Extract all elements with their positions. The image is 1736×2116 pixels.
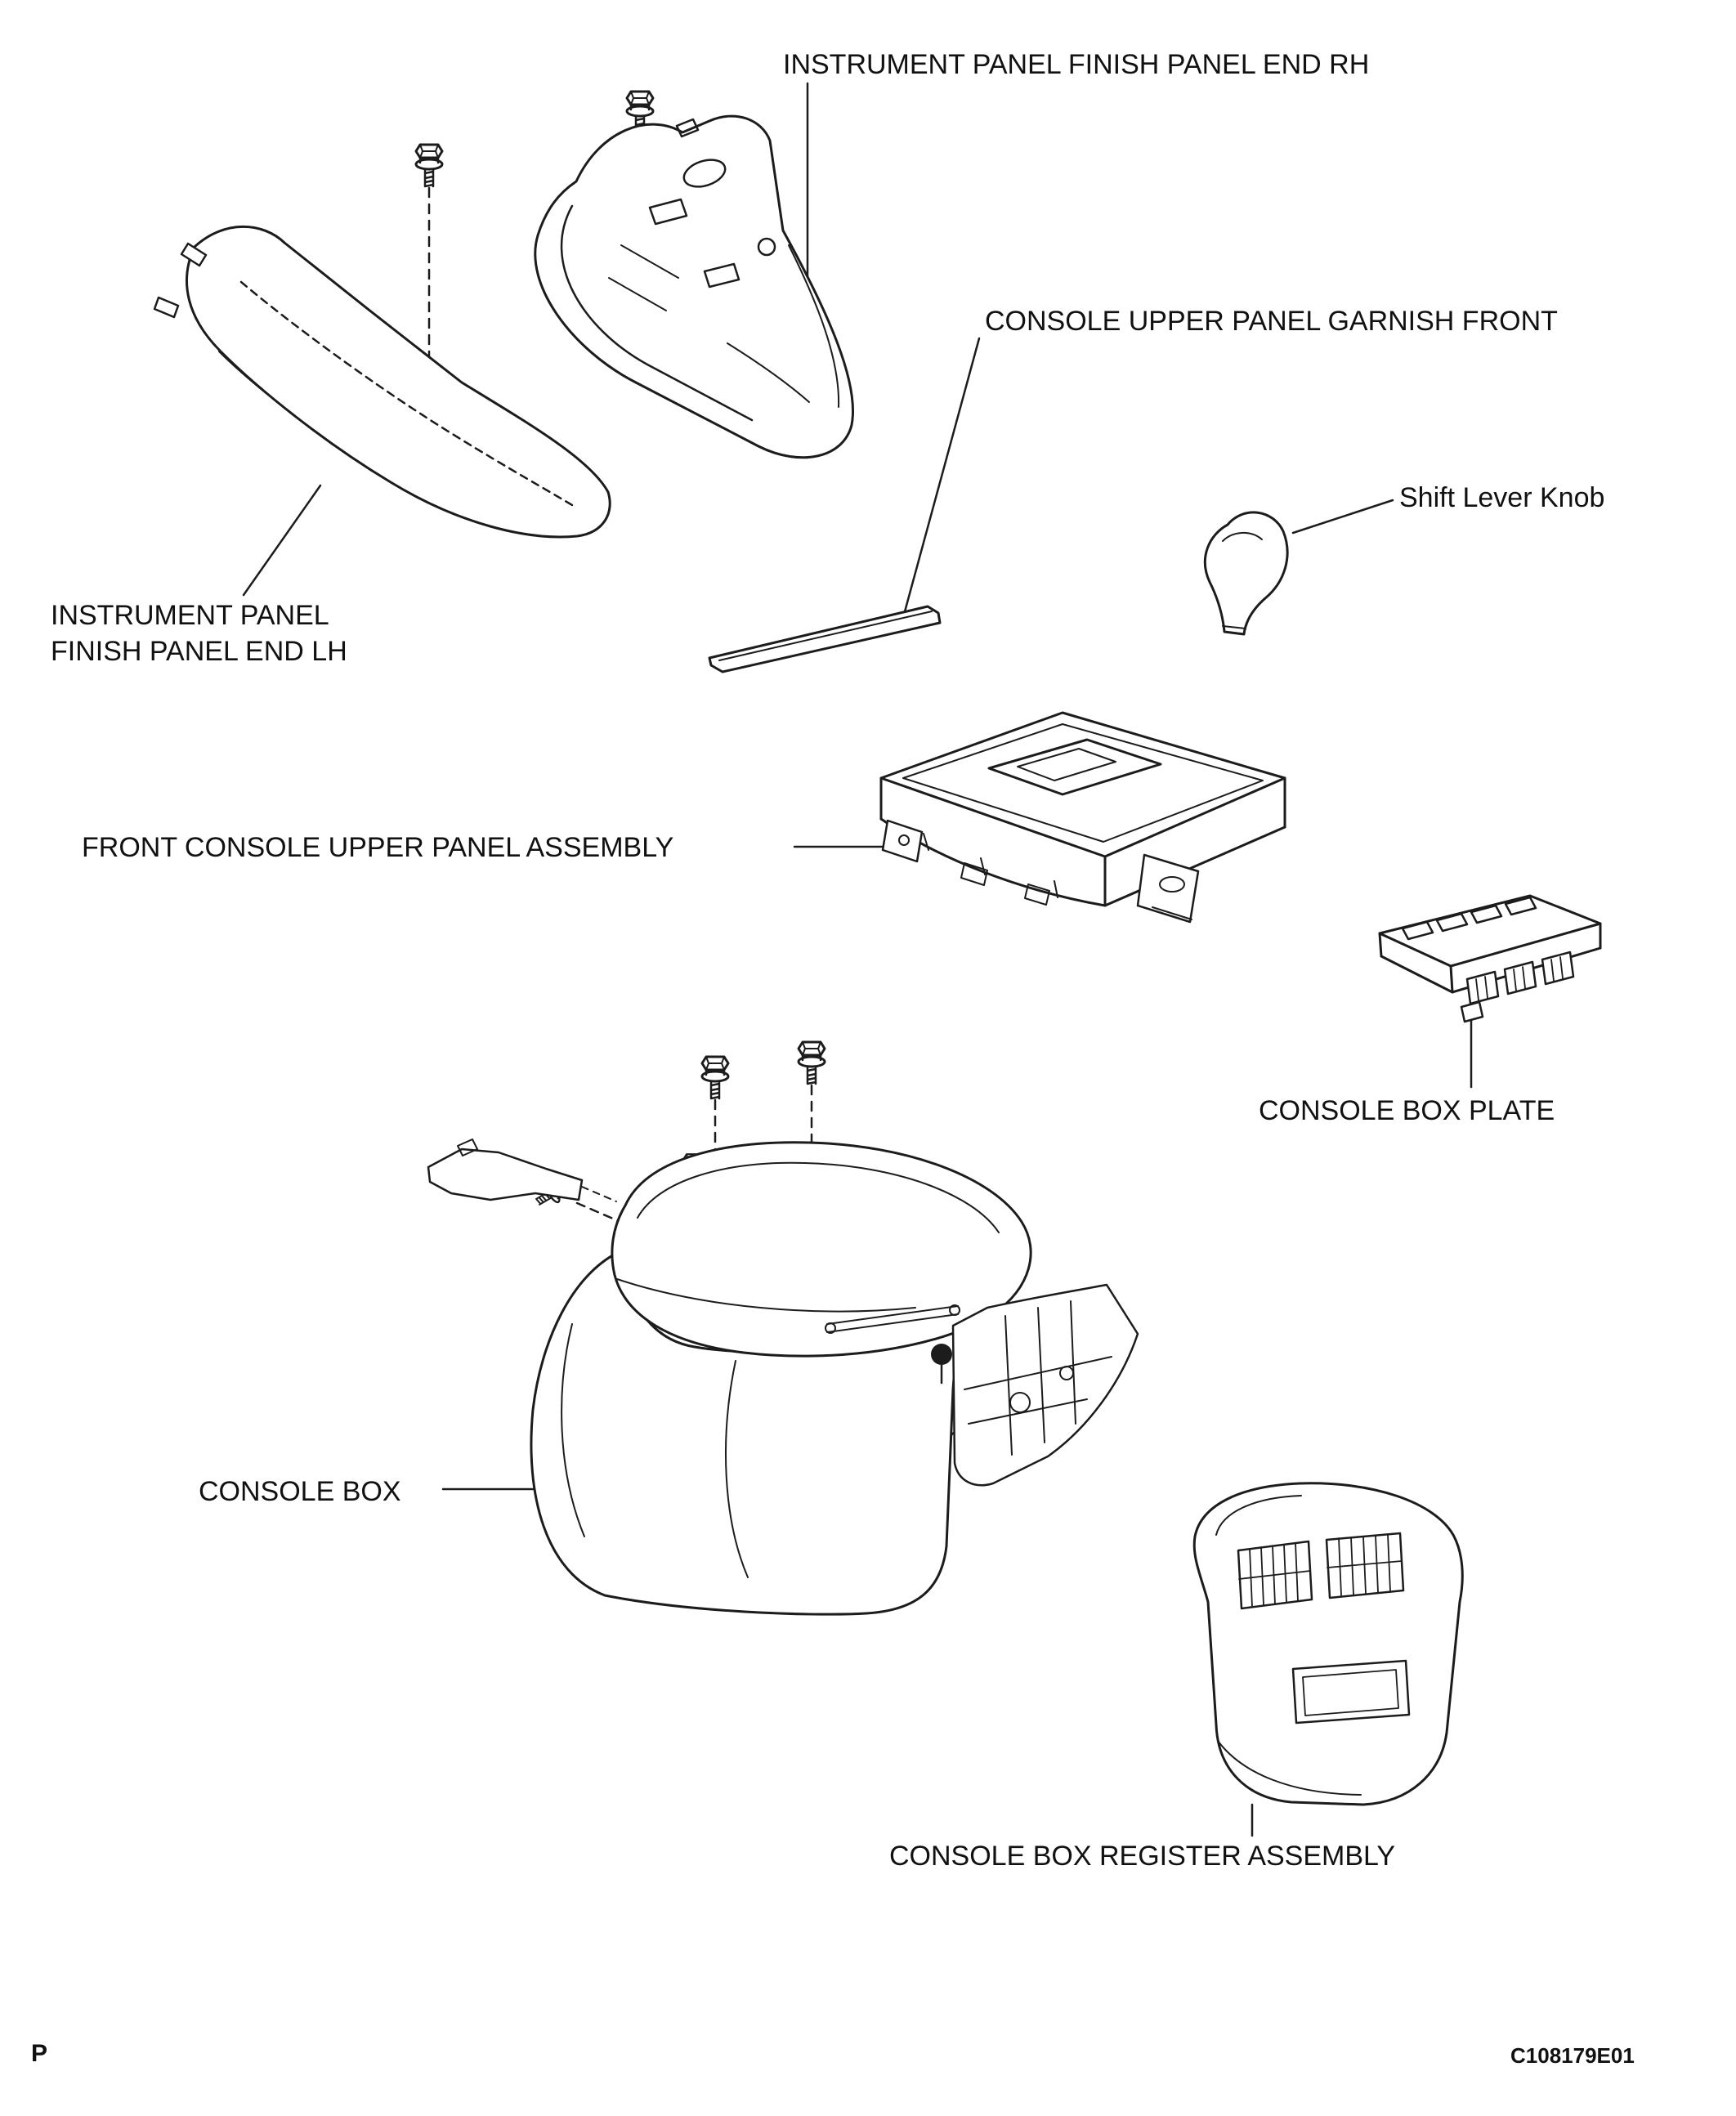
label-console-upper-panel-garnish-front: CONSOLE UPPER PANEL GARNISH FRONT — [985, 306, 1558, 337]
label-console-box: CONSOLE BOX — [199, 1476, 401, 1507]
label-console-box-plate: CONSOLE BOX PLATE — [1259, 1095, 1555, 1126]
instrument-panel-finish-panel-end-rh-drawing — [534, 114, 855, 459]
figure-code: C108179E01 — [1510, 2043, 1635, 2068]
console-upper-panel-garnish-front-drawing — [708, 605, 942, 673]
bolt-icon — [797, 1040, 826, 1085]
page-marker: P — [31, 2040, 48, 2067]
shift-lever-knob-drawing — [1203, 511, 1289, 636]
leader-shift-knob — [1291, 499, 1394, 535]
console-box-plate-drawing — [1378, 894, 1602, 1023]
label-instrument-panel-finish-panel-end-rh: INSTRUMENT PANEL FINISH PANEL END RH — [783, 49, 1370, 80]
console-box-register-assembly-drawing — [1192, 1482, 1464, 1806]
bolt-icon — [700, 1055, 730, 1100]
instrument-panel-finish-panel-end-lh-drawing — [153, 225, 611, 539]
label-front-console-upper-panel-assembly: FRONT CONSOLE UPPER PANEL ASSEMBLY — [82, 832, 674, 863]
front-console-upper-panel-assembly-drawing — [879, 711, 1286, 924]
label-console-box-register-assembly: CONSOLE BOX REGISTER ASSEMBLY — [889, 1841, 1396, 1872]
leader-garnish-front — [902, 337, 981, 616]
bolt-icon — [414, 143, 444, 188]
label-instrument-panel-finish-panel-end-lh: INSTRUMENT PANEL FINISH PANEL END LH — [51, 600, 347, 667]
leader-ip-end-lh — [242, 484, 322, 597]
console-box-drawing — [427, 1139, 1139, 1616]
label-shift-lever-knob: Shift Lever Knob — [1399, 482, 1605, 513]
